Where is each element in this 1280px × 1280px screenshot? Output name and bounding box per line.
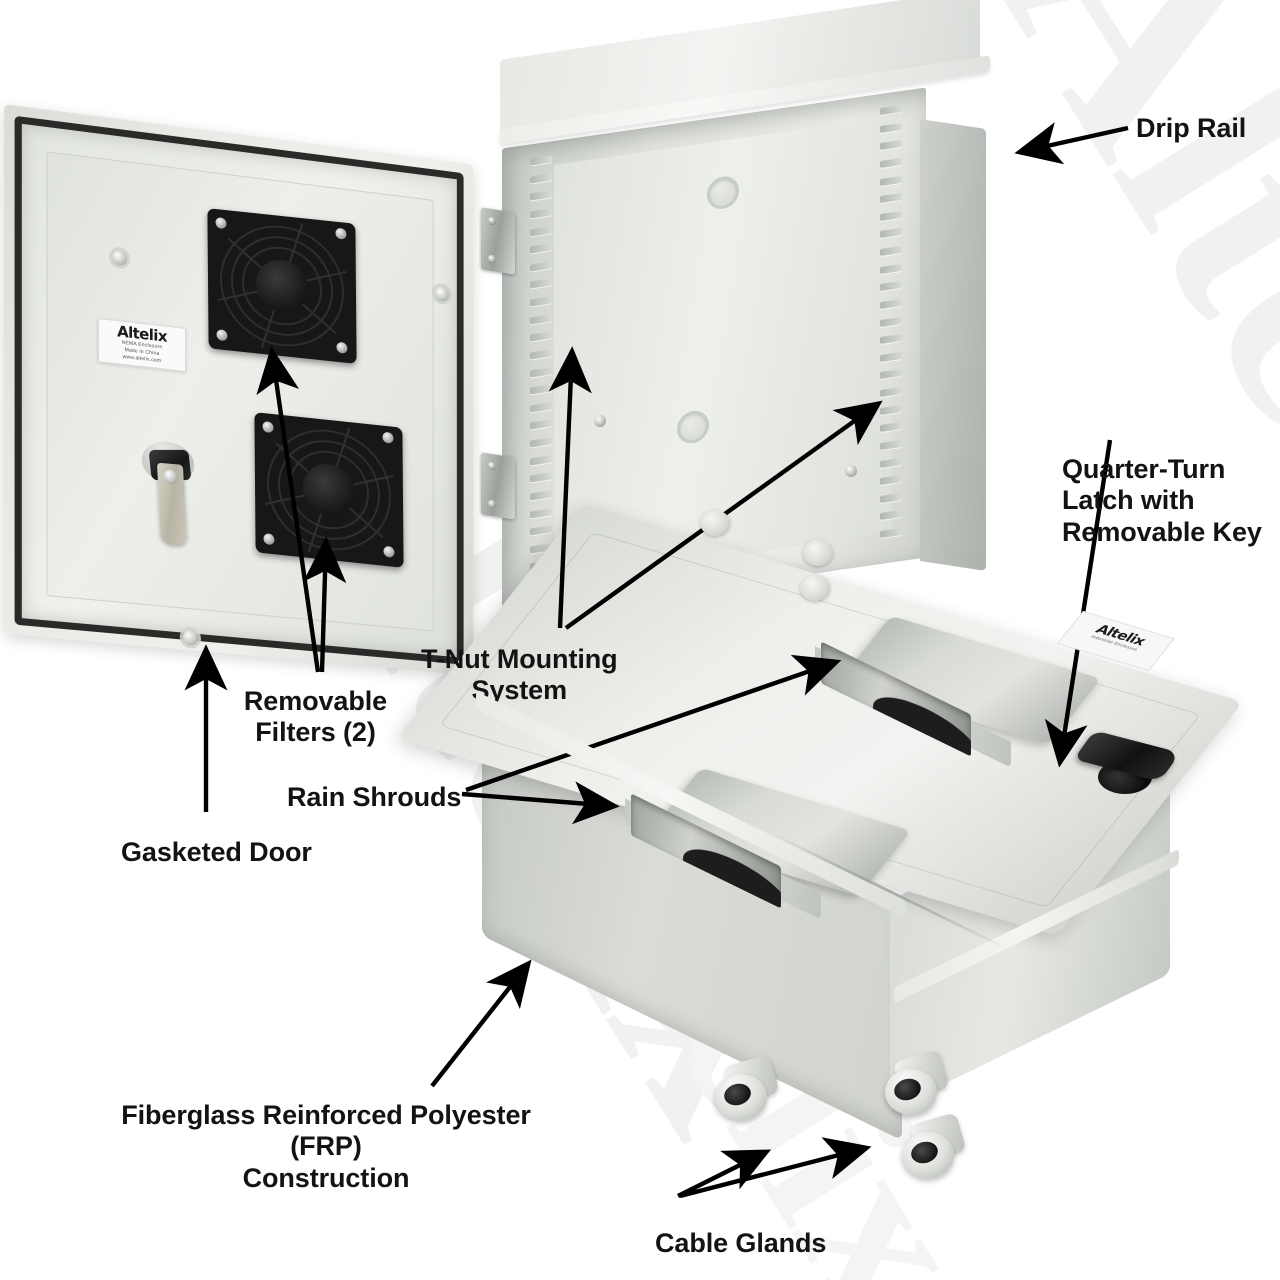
callout-line: Latch with [1062, 485, 1195, 516]
cable-gland-part [885, 1049, 950, 1117]
removable-filter [254, 412, 404, 568]
panel-screw [594, 415, 606, 427]
t-nut-rail-left [530, 155, 552, 589]
quarter-turn-latch-part [1073, 730, 1181, 794]
callout-line: Cable Glands [655, 1228, 827, 1258]
enclosure-right-side-wall [920, 119, 986, 571]
callout-line: Rain Shrouds [287, 782, 462, 812]
door-screw [182, 629, 198, 646]
gasketed-door-part [4, 104, 474, 676]
door-hinge [481, 207, 515, 275]
callout-line: T-Nut Mounting [421, 644, 618, 674]
callout-drip-rail: Drip Rail [1136, 113, 1246, 144]
callout-line: Gasketed Door [121, 837, 312, 867]
arrow-drip-rail [1014, 122, 1129, 165]
door-hinge [481, 452, 515, 520]
callout-t-nut-mounting: T-Nut Mounting System [421, 644, 618, 707]
callout-line: System [471, 675, 568, 706]
callout-line: Drip Rail [1136, 113, 1247, 143]
cable-gland-part [800, 575, 830, 601]
closed-enclosure-photo: Altelix Industrial Enclosure [397, 504, 1260, 1240]
callout-rain-shrouds: Rain Shrouds [287, 782, 461, 813]
callout-line: Removable [243, 686, 388, 716]
door-gasket [14, 115, 464, 665]
callout-gasketed-door: Gasketed Door [121, 837, 312, 868]
cable-gland-part [700, 510, 730, 536]
cable-gland-part [715, 1054, 780, 1122]
callout-removable-filters: Removable Filters (2) [223, 686, 408, 749]
rain-shroud [815, 615, 1102, 768]
t-nut-rail-right [880, 104, 902, 539]
callout-line: Removable Key [1062, 516, 1262, 547]
removable-filter [207, 208, 357, 364]
panel-screw [845, 465, 857, 477]
callout-line: Quarter-Turn [1062, 454, 1226, 484]
cable-gland-part [902, 1112, 967, 1180]
callout-quarter-turn-latch: Quarter-Turn Latch with Removable Key [1062, 454, 1262, 548]
callout-line: Filters (2) [255, 717, 376, 748]
callout-line: Construction [242, 1162, 410, 1193]
callout-frp-construction: Fiberglass Reinforced Polyester (FRP) Co… [92, 1100, 560, 1194]
latch-cam-tongue [156, 462, 188, 546]
cable-gland-part [803, 540, 833, 566]
callout-cable-glands: Cable Glands [655, 1228, 826, 1259]
callout-line: Fiberglass Reinforced Polyester (FRP) [121, 1100, 531, 1162]
